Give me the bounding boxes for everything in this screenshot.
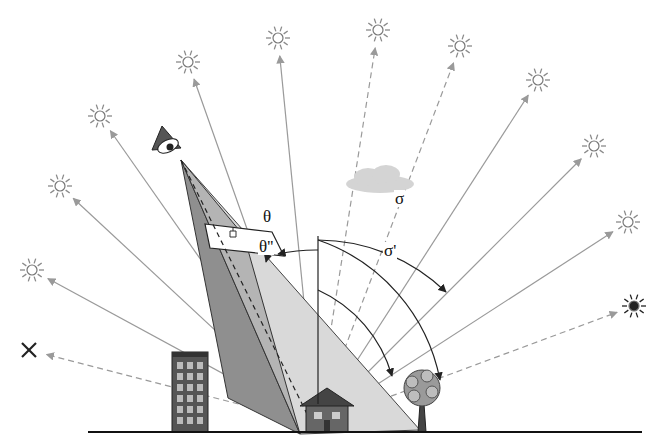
sun-icon [88, 105, 112, 128]
sun-icon [366, 19, 390, 42]
sun-icon [48, 175, 72, 198]
sun-icon [622, 295, 646, 318]
sun-icon [616, 211, 640, 234]
sun-icon [448, 35, 472, 58]
building [172, 352, 208, 432]
tree [404, 370, 440, 432]
ground-line [88, 431, 642, 433]
sun-icon [266, 27, 290, 50]
angle-label: σ [394, 190, 405, 207]
angle-arcs [266, 236, 446, 404]
angle-label: θ'' [258, 238, 274, 255]
house [300, 388, 354, 432]
eye-icon [152, 126, 181, 156]
sun-icons [20, 19, 646, 318]
cloud [346, 165, 414, 193]
angle-label: σ' [383, 242, 397, 259]
sun-icon [20, 259, 44, 282]
sun-icon [582, 135, 606, 158]
angle-label: θ [262, 208, 272, 225]
sun-icon [176, 51, 200, 74]
sun-icon [526, 69, 550, 92]
view-frustum [181, 160, 420, 434]
blocked-sun-cross [22, 343, 36, 357]
